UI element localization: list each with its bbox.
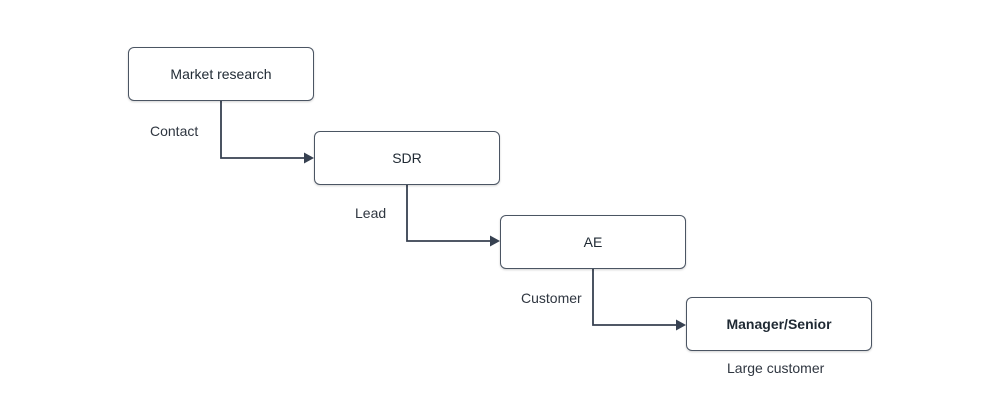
node-market-research: Market research xyxy=(128,47,314,101)
edge-label-lead: Lead xyxy=(355,205,387,221)
connector-market-research-to-sdr xyxy=(220,101,306,159)
node-ae: AE xyxy=(500,215,686,269)
edge-label-customer: Customer xyxy=(521,290,582,306)
large-customer-note: Large customer xyxy=(727,360,825,376)
node-manager-senior: Manager/Senior xyxy=(686,297,872,351)
edge-label-contact: Contact xyxy=(150,123,199,139)
arrowhead-to-ae xyxy=(490,235,500,247)
connector-sdr-to-ae xyxy=(406,185,492,242)
arrowhead-to-sdr xyxy=(304,152,314,164)
node-sdr: SDR xyxy=(314,131,500,185)
arrowhead-to-manager xyxy=(676,319,686,331)
connector-ae-to-manager xyxy=(592,269,678,326)
